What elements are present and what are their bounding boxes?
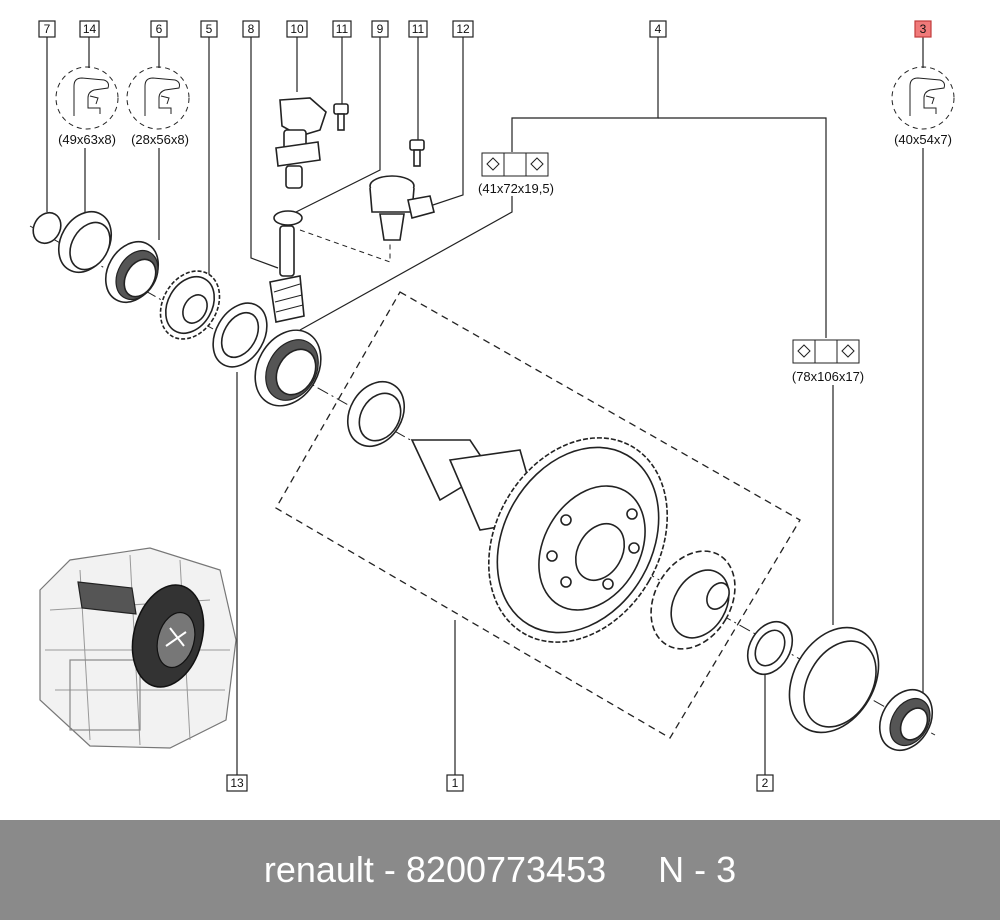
shim-13-part	[212, 302, 268, 368]
callout-4: 4	[649, 20, 667, 38]
svg-text:5: 5	[206, 22, 213, 36]
bearing-small-dimension: (41x72x19,5)	[478, 181, 554, 196]
bearing-cup-large-part	[788, 626, 880, 734]
svg-text:2: 2	[762, 776, 769, 790]
seal-3-icon	[891, 66, 955, 130]
bolt-top-part	[333, 103, 349, 131]
bearing-symbol-large-icon	[792, 339, 860, 364]
shim-2-part	[746, 620, 794, 676]
seal-14-part	[57, 211, 113, 273]
bearing-large-dimension: (78x106x17)	[792, 369, 864, 384]
seal-14-icon	[55, 66, 119, 130]
seal-6-dimension: (28x56x8)	[131, 132, 189, 147]
exploded-parts-diagram: 7 14 6 5 8 10 11 9 11 12 4 3 13 1 2 (49x…	[29, 20, 955, 792]
svg-text:14: 14	[83, 22, 97, 36]
bearing-race-part	[346, 381, 406, 447]
taper-bearing-small-part	[254, 329, 322, 407]
svg-text:8: 8	[248, 22, 255, 36]
gearbox-inset-image	[39, 547, 237, 749]
speedo-pinion-part	[269, 225, 305, 323]
svg-text:11: 11	[336, 22, 349, 36]
svg-text:3: 3	[920, 22, 927, 36]
sensor-housing-part	[369, 175, 435, 241]
speed-sensor-part	[275, 97, 327, 189]
bearing-symbol-small-icon	[481, 152, 549, 177]
callout-11-bolt: 11	[408, 20, 428, 38]
callout-3-highlighted: 3	[914, 20, 932, 38]
footer-reference: N - 3	[658, 849, 737, 890]
differential-crown-wheel-part	[410, 437, 669, 643]
seal-3-part	[878, 689, 934, 751]
svg-text:13: 13	[230, 776, 244, 790]
callout-13: 13	[226, 774, 248, 792]
o-ring-part	[273, 210, 303, 226]
callout-8: 8	[242, 20, 260, 38]
callout-6: 6	[150, 20, 168, 38]
svg-text:9: 9	[377, 22, 384, 36]
callout-2: 2	[756, 774, 774, 792]
seal-14-dimension: (49x63x8)	[58, 132, 116, 147]
callout-7: 7	[38, 20, 56, 38]
differential-assembly-outline	[275, 291, 801, 739]
footer-banner: renault - 8200773453 N - 3	[0, 820, 1000, 920]
seal-6-icon	[126, 66, 190, 130]
callout-14: 14	[79, 20, 100, 38]
bolt-bracket-part	[409, 139, 425, 167]
needle-bearing-part	[104, 241, 160, 303]
taper-bearing-diff-part	[650, 550, 736, 650]
callout-9: 9	[371, 20, 389, 38]
callout-11-top: 11	[332, 20, 352, 38]
circlip-part	[32, 211, 62, 245]
callout-12: 12	[452, 20, 474, 38]
callout-10: 10	[286, 20, 308, 38]
seal-3-dimension: (40x54x7)	[894, 132, 952, 147]
svg-text:7: 7	[44, 22, 51, 36]
drive-gear-part	[159, 270, 221, 340]
svg-text:11: 11	[412, 22, 425, 36]
svg-text:1: 1	[452, 776, 459, 790]
callout-5: 5	[200, 20, 218, 38]
callout-1: 1	[446, 774, 464, 792]
leader-lines	[46, 37, 924, 775]
svg-text:4: 4	[655, 22, 662, 36]
svg-text:10: 10	[290, 22, 304, 36]
svg-text:12: 12	[456, 22, 470, 36]
footer-brand-part-number: renault - 8200773453	[263, 849, 607, 890]
svg-text:6: 6	[156, 22, 163, 36]
